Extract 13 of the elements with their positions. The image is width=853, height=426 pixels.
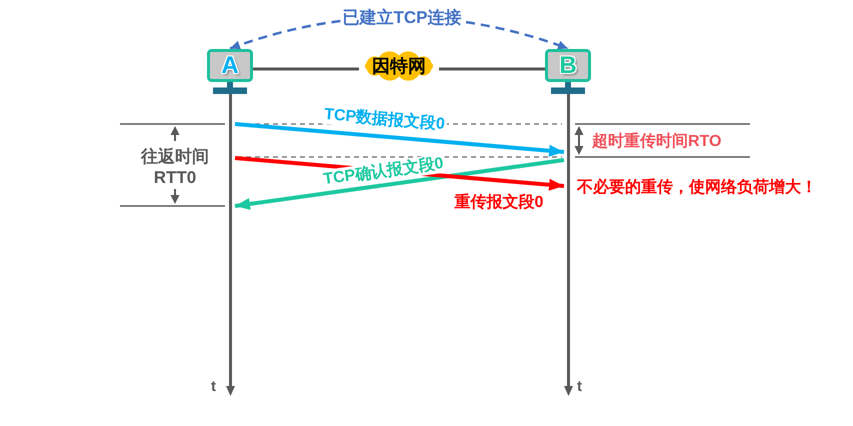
- time-axis: [564, 94, 573, 396]
- link-line: [253, 68, 359, 70]
- axis-label: t: [211, 378, 216, 396]
- dimension-label: 超时重传时间RTO: [592, 132, 722, 152]
- arrow: [234, 122, 564, 157]
- arrow: [234, 158, 564, 210]
- edge-label: 重传报文段0: [452, 192, 546, 212]
- link-line: [439, 68, 545, 70]
- axis-label: t: [577, 378, 582, 396]
- dimension-label: 往返时间 RTT0: [141, 146, 209, 188]
- edge-label: 已建立TCP连接: [340, 8, 464, 28]
- time-axis: [226, 94, 235, 396]
- note: 不必要的重传，使网络负荷增大！: [577, 178, 817, 198]
